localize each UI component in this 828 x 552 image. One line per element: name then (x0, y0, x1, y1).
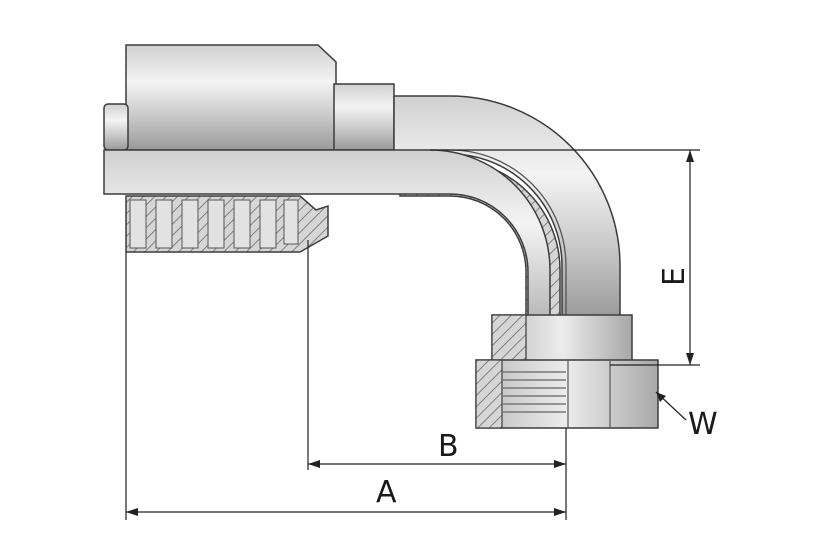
collar (333, 83, 395, 151)
swivel-nut (475, 314, 659, 429)
dimension-label-w: W (688, 407, 718, 442)
dimension-arrows (126, 150, 694, 516)
dimension-label-a: A (376, 475, 397, 510)
thread-lines (502, 371, 566, 413)
dimension-lines (125, 149, 700, 520)
dimension-label-b: B (438, 429, 459, 464)
ferrule-serrations (125, 195, 329, 253)
ferrule (103, 44, 337, 151)
dimension-label-e: E (657, 267, 692, 286)
